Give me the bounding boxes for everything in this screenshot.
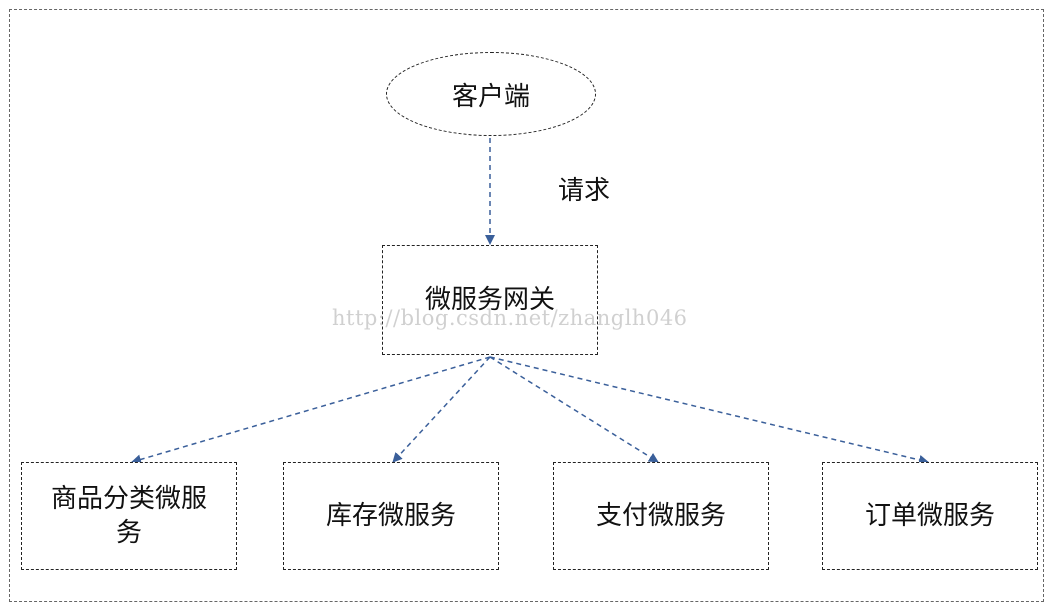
stock-service-node: 库存微服务 xyxy=(283,462,499,570)
client-node: 客户端 xyxy=(386,52,596,136)
service-label: 商品分类微服务 xyxy=(50,484,207,548)
arrow-gateway-to-order-service xyxy=(489,356,929,465)
arrow-gateway-to-payment-service xyxy=(489,356,659,463)
watermark: http://blog.csdn.net/zhanglh046 xyxy=(332,306,688,330)
diagram-frame xyxy=(9,9,1044,602)
request-label: 请求 xyxy=(558,176,611,206)
order-service-node: 订单微服务 xyxy=(822,462,1038,570)
service-label: 订单微服务 xyxy=(864,501,995,531)
gateway-node: 微服务网关 xyxy=(382,245,598,355)
gateway-label: 微服务网关 xyxy=(424,285,555,315)
product-category-service-node: 商品分类微服务 xyxy=(21,462,237,570)
arrow-gateway-to-stock-service xyxy=(392,356,491,463)
service-label: 库存微服务 xyxy=(325,501,456,531)
service-label: 支付微服务 xyxy=(595,501,726,531)
arrow-gateway-to-product-service xyxy=(131,356,491,465)
payment-service-node: 支付微服务 xyxy=(553,462,769,570)
client-label: 客户端 xyxy=(451,81,530,112)
